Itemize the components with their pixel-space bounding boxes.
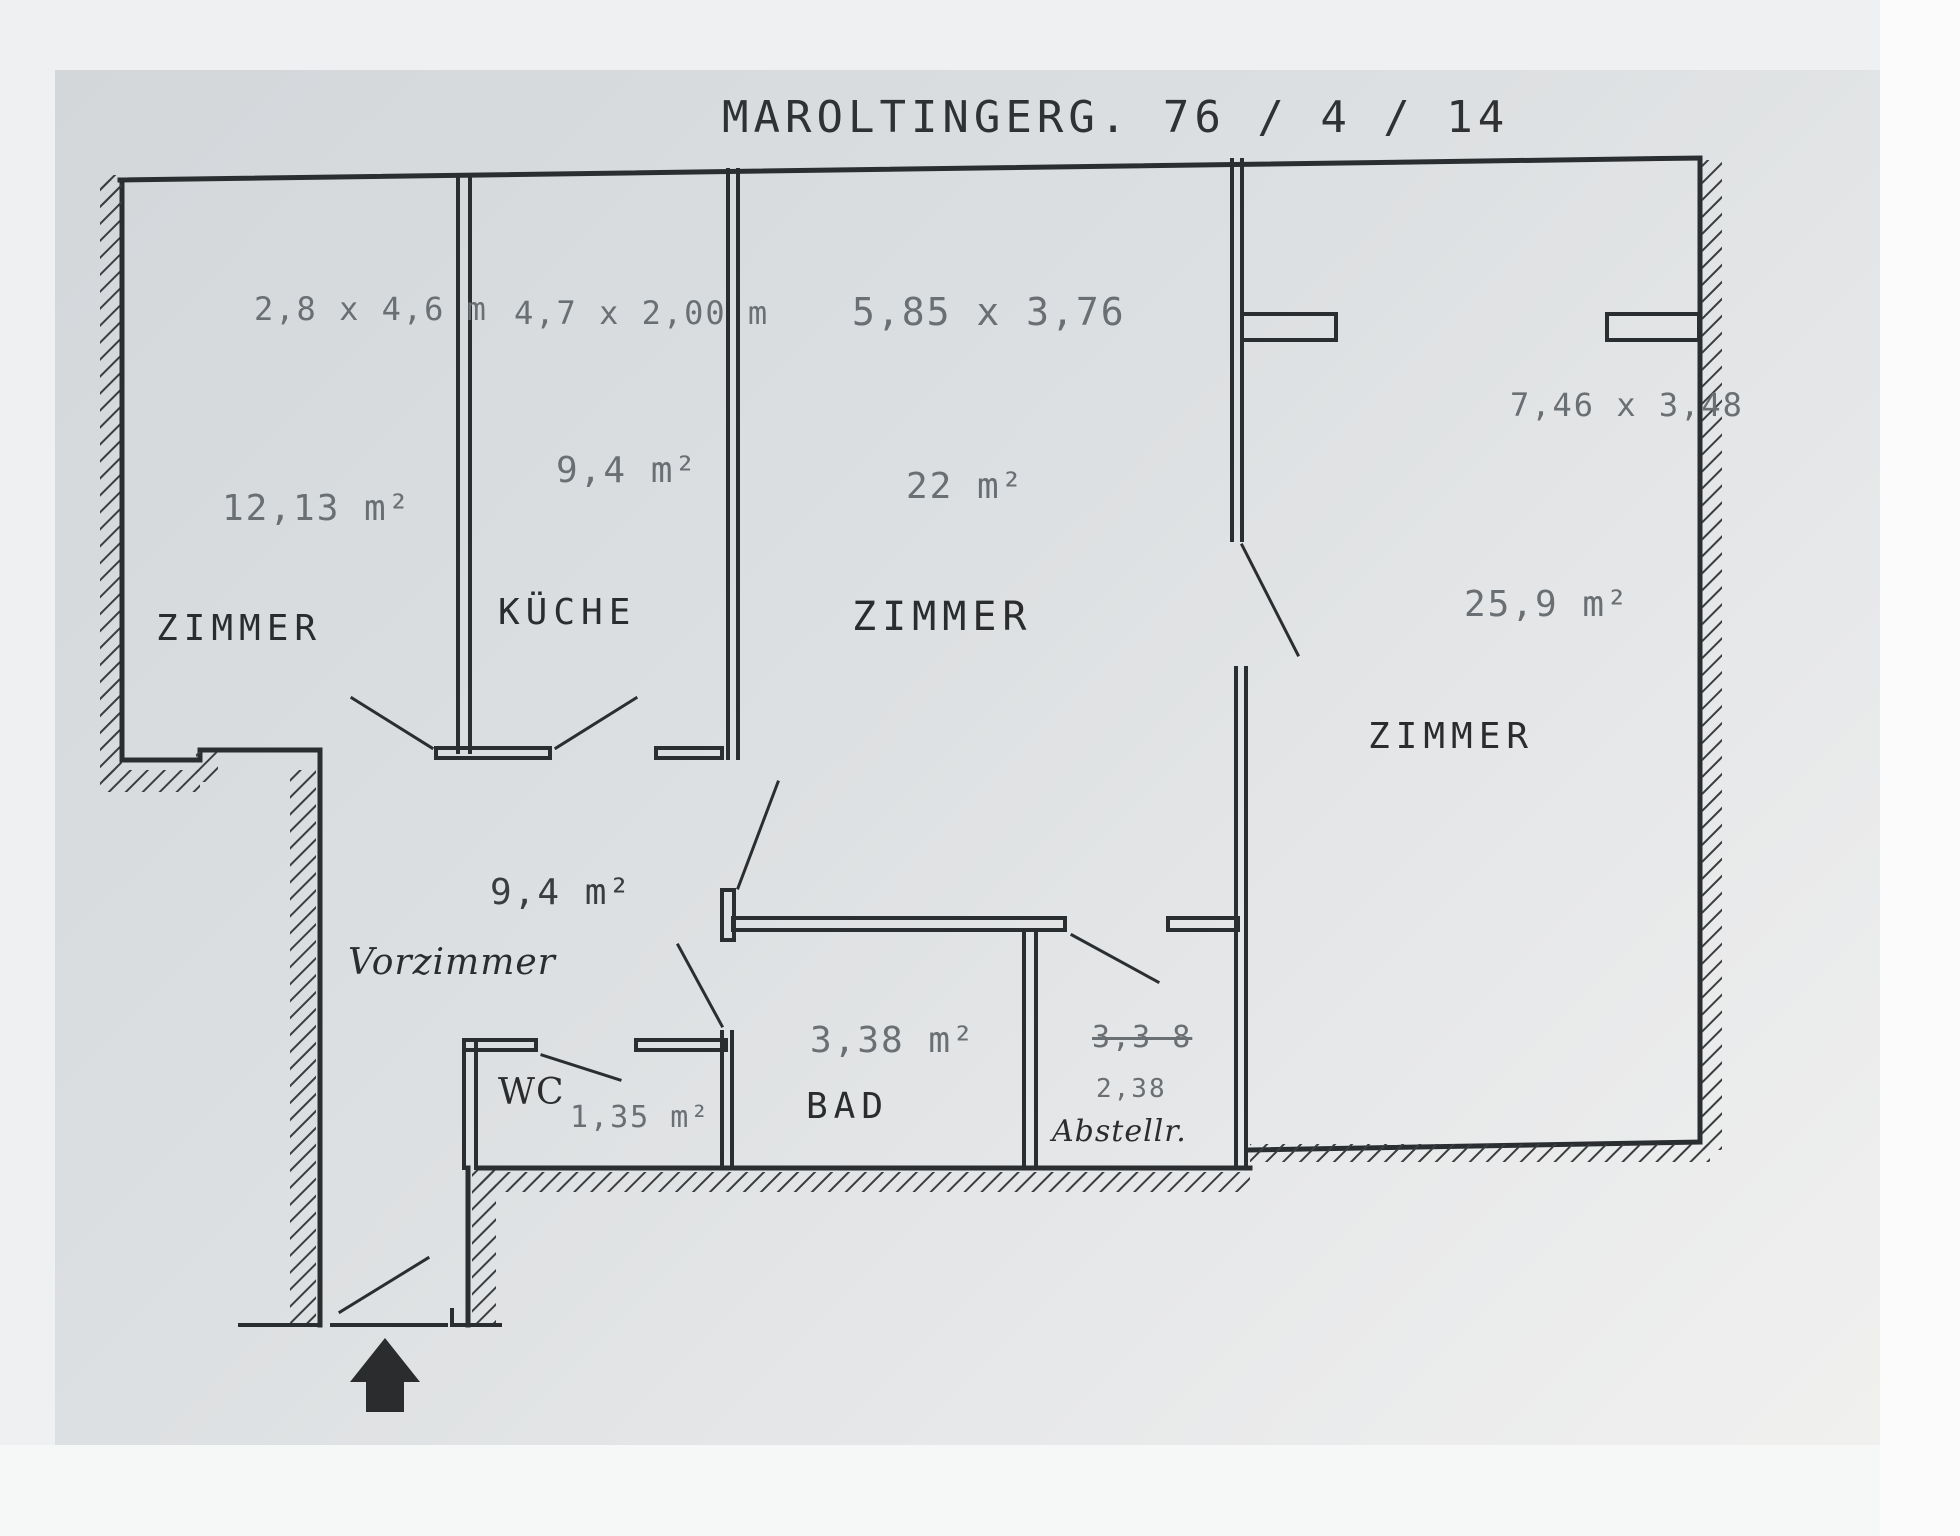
zimmer-3-area: 25,9 m² <box>1464 584 1630 625</box>
wc-area: 1,35 m² <box>570 1100 711 1135</box>
abstellraum-area: 2,38 <box>1096 1074 1167 1104</box>
zimmer-3-dimensions: 7,46 x 3,48 <box>1510 386 1744 424</box>
abstellraum-area-struck: 3,3 8 <box>1092 1020 1193 1055</box>
vorzimmer-label: Vorzimmer <box>348 942 556 983</box>
kueche-dimensions: 4,7 x 2,00 m <box>514 294 770 332</box>
zimmer-1-area: 12,13 m² <box>222 488 412 529</box>
zimmer-1-dimensions: 2,8 x 4,6 m <box>254 290 488 328</box>
zimmer-1-label: ZIMMER <box>156 608 323 649</box>
kueche-area: 9,4 m² <box>556 450 699 491</box>
page-margin-right <box>1880 0 1960 1536</box>
entrance-threshold <box>238 1308 502 1327</box>
plan-title: MAROLTINGERG. 76 / 4 / 14 <box>722 92 1510 143</box>
bad-area: 3,38 m² <box>810 1020 976 1061</box>
kueche-label: KÜCHE <box>498 592 637 633</box>
door-swings <box>337 542 1301 1315</box>
interior-walls <box>434 158 1701 1170</box>
paper-sheet <box>55 70 1880 1445</box>
zimmer-2-label: ZIMMER <box>852 594 1033 640</box>
vorzimmer-area: 9,4 m² <box>490 872 633 913</box>
zimmer-3-label: ZIMMER <box>1368 716 1535 757</box>
wc-label: WC <box>498 1072 565 1113</box>
exterior-walls <box>100 155 1722 1328</box>
zimmer-2-dimensions: 5,85 x 3,76 <box>852 290 1126 334</box>
zimmer-2-area: 22 m² <box>906 466 1025 507</box>
page-margin-bottom <box>0 1445 1960 1536</box>
abstellraum-label: Abstellr. <box>1052 1114 1187 1149</box>
bad-label: BAD <box>806 1086 890 1127</box>
entrance-arrow-icon <box>350 1338 420 1412</box>
